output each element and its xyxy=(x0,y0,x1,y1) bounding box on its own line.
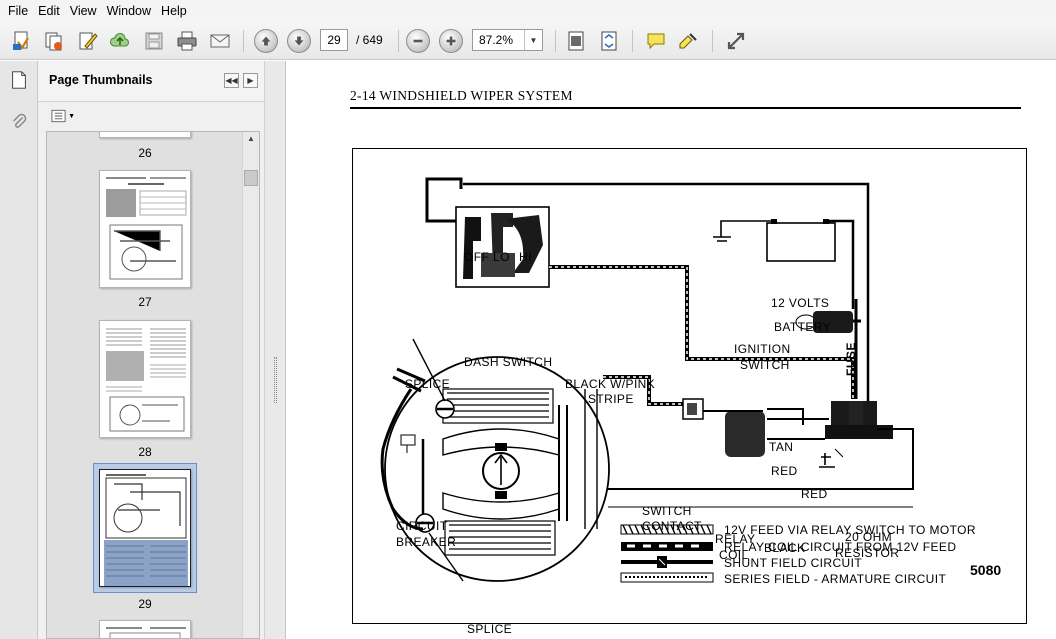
cloud-upload-icon[interactable] xyxy=(108,29,132,53)
wiring-diagram-graphic xyxy=(380,177,914,583)
edit-icon[interactable] xyxy=(76,29,100,53)
comment-icon[interactable] xyxy=(644,29,668,53)
menu-file[interactable]: File xyxy=(8,4,29,18)
combine-files-icon[interactable] xyxy=(42,29,66,53)
red-wire-lower-label: RED xyxy=(801,487,828,501)
fit-page-icon[interactable] xyxy=(564,29,588,53)
legend-relay-coil: RELAY COIL CIRCUIT FROM 12V FEED xyxy=(724,540,957,554)
legend-shunt-field: SHUNT FIELD CIRCUIT xyxy=(724,556,863,570)
thumbnail-scrollbar[interactable]: ▲ xyxy=(242,132,259,638)
thumbnail-label: 26 xyxy=(138,146,152,160)
collapse-panel-icon[interactable]: ◀◀ xyxy=(224,73,239,88)
switch-lo-label: LO xyxy=(493,250,510,264)
toolbar-separator xyxy=(632,30,633,52)
wiring-diagram: OFF LO HI DASH SWITCH 12 VOLTS BATTERY I… xyxy=(352,148,1027,636)
circuit-breaker-label: CIRCUIT xyxy=(396,519,448,533)
toolbar-separator xyxy=(398,30,399,52)
legend-relay-feed: 12V FEED VIA RELAY SWITCH TO MOTOR xyxy=(724,523,976,537)
toolbar-separator xyxy=(712,30,713,52)
toolbar-separator xyxy=(555,30,556,52)
switch-contact-label-2: CONTACT xyxy=(642,519,702,533)
battery-label: BATTERY xyxy=(774,320,832,334)
next-page-icon[interactable] xyxy=(287,29,311,53)
zoom-select[interactable]: 87.2% ▼ xyxy=(472,29,543,51)
panel-splitter[interactable] xyxy=(264,61,286,639)
scrollbar-thumb[interactable] xyxy=(244,170,258,186)
resistor-label: RESISTOR xyxy=(835,546,900,560)
page-thumbnails-icon[interactable] xyxy=(8,69,30,91)
expand-panel-icon[interactable]: ▶ xyxy=(243,73,258,88)
switch-hi-label: HI xyxy=(519,250,532,264)
thumbnail-label: 28 xyxy=(138,445,152,459)
page-thumbnail[interactable] xyxy=(99,170,191,288)
navigation-rail xyxy=(0,61,38,639)
fit-width-icon[interactable] xyxy=(597,29,621,53)
thumbnail-label: 29 xyxy=(138,597,152,611)
page-thumbnail[interactable] xyxy=(99,320,191,438)
expand-icon[interactable] xyxy=(724,29,748,53)
circuit-breaker-label-2: BREAKER xyxy=(396,535,457,549)
thumbnail-options-button[interactable]: ▼ xyxy=(51,108,75,124)
relay-label: RELAY xyxy=(715,532,756,546)
wire-black-pink-label: BLACK W/PINK xyxy=(565,377,656,391)
splitter-grip[interactable] xyxy=(274,357,277,403)
switch-off-label: OFF xyxy=(464,250,490,264)
fuse-label: FUSE xyxy=(844,341,858,376)
chevron-down-icon[interactable]: ▼ xyxy=(524,30,542,50)
thumbnail-label: 27 xyxy=(138,295,152,309)
zoom-out-icon[interactable] xyxy=(406,29,430,53)
page-thumbnail-selected[interactable] xyxy=(99,469,191,587)
tan-wire-label: TAN xyxy=(769,440,794,454)
legend-series-field: SERIES FIELD - ARMATURE CIRCUIT xyxy=(724,572,947,586)
create-pdf-icon[interactable] xyxy=(10,29,34,53)
ignition-label: IGNITION xyxy=(734,342,791,356)
highlight-icon[interactable] xyxy=(677,29,701,53)
resistor-value-label: 20 OHM xyxy=(845,530,893,544)
previous-page-icon[interactable] xyxy=(254,29,278,53)
panel-title: Page Thumbnails xyxy=(49,73,153,87)
splice-bottom-label: SPLICE xyxy=(467,622,513,636)
ignition-switch-label: SWITCH xyxy=(740,358,790,372)
save-icon[interactable] xyxy=(142,29,166,53)
battery-voltage-label: 12 VOLTS xyxy=(771,296,830,310)
heading-rule xyxy=(350,107,1021,109)
menu-help[interactable]: Help xyxy=(161,4,187,18)
menu-bar: File Edit View Window Help xyxy=(0,0,1056,22)
page-number-input[interactable]: 29 xyxy=(320,29,348,51)
wire-stripe-label: STRIPE xyxy=(588,392,634,406)
chevron-down-icon: ▼ xyxy=(68,112,75,120)
page-thumbnail[interactable] xyxy=(99,132,191,138)
menu-edit[interactable]: Edit xyxy=(38,4,60,18)
thumbnail-list[interactable]: 26 27 28 xyxy=(46,131,260,639)
toolbar-separator xyxy=(243,30,244,52)
menu-window[interactable]: Window xyxy=(106,4,152,18)
coil-label: COIL xyxy=(719,548,749,562)
red-wire-upper-label: RED xyxy=(771,464,798,478)
toolbar xyxy=(0,22,1056,60)
print-icon[interactable] xyxy=(175,29,199,53)
options-list-icon xyxy=(51,109,66,123)
email-icon[interactable] xyxy=(208,29,232,53)
figure-number: 5080 xyxy=(970,562,1002,578)
zoom-value: 87.2% xyxy=(479,33,514,47)
document-view[interactable]: 2-14 WINDSHIELD WIPER SYSTEM xyxy=(287,61,1056,639)
attachments-icon[interactable] xyxy=(8,111,30,133)
page-heading: 2-14 WINDSHIELD WIPER SYSTEM xyxy=(350,88,573,103)
splice-top-label: SPLICE xyxy=(405,377,451,391)
switch-contact-label: SWITCH xyxy=(642,504,692,518)
page-total: / 649 xyxy=(356,33,383,47)
thumbnails-header: Page Thumbnails ◀◀ ▶ xyxy=(38,61,264,102)
scroll-up-icon[interactable]: ▲ xyxy=(247,134,255,143)
black-wire-label: BLACK xyxy=(764,541,806,555)
thumbnails-panel: Page Thumbnails ◀◀ ▶ ▼ 26 27 xyxy=(38,61,264,639)
zoom-in-icon[interactable] xyxy=(439,29,463,53)
page-thumbnail[interactable] xyxy=(99,620,191,638)
dash-switch-label: DASH SWITCH xyxy=(464,355,553,369)
menu-view[interactable]: View xyxy=(69,4,97,18)
